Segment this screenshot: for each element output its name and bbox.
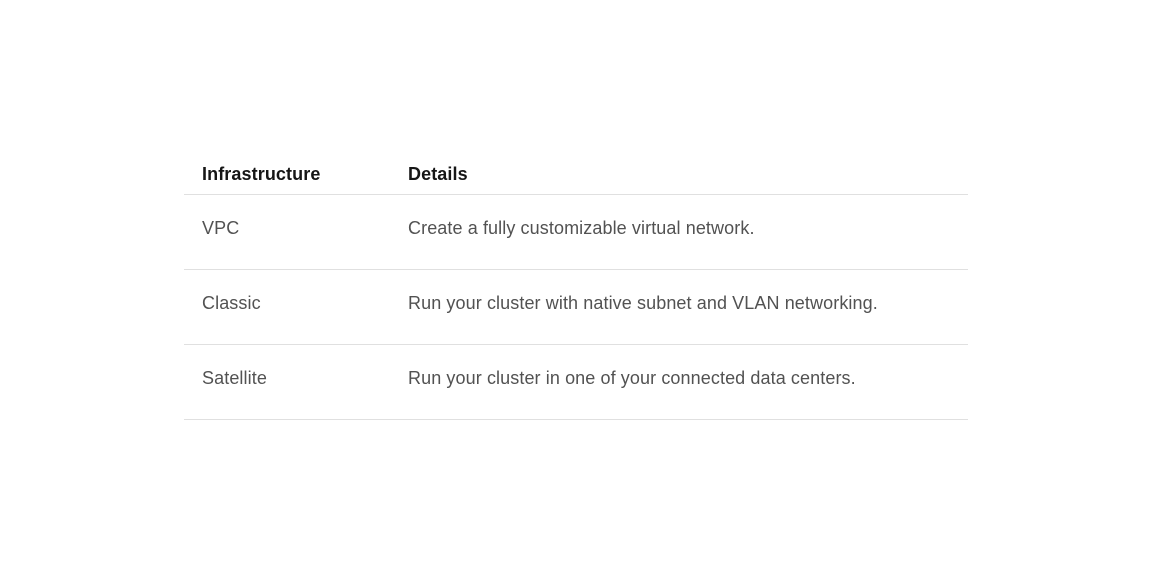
cell-details: Run your cluster in one of your connecte… [390, 344, 968, 420]
cell-infrastructure: VPC [184, 194, 390, 270]
column-header-infrastructure[interactable]: Infrastructure [184, 155, 390, 195]
cell-details: Run your cluster with native subnet and … [390, 269, 968, 345]
table-row[interactable]: Satellite Run your cluster in one of you… [184, 344, 968, 420]
cell-infrastructure: Classic [184, 269, 390, 345]
cell-infrastructure: Satellite [184, 344, 390, 420]
table-body: VPC Create a fully customizable virtual … [184, 194, 968, 420]
table-row[interactable]: Classic Run your cluster with native sub… [184, 269, 968, 345]
table-header: Infrastructure Details [184, 155, 968, 195]
column-header-details[interactable]: Details [390, 155, 968, 195]
table-row[interactable]: VPC Create a fully customizable virtual … [184, 194, 968, 270]
infrastructure-details-table: Infrastructure Details VPC Create a full… [184, 155, 968, 420]
infrastructure-table-container: Infrastructure Details VPC Create a full… [184, 155, 968, 420]
cell-details: Create a fully customizable virtual netw… [390, 194, 968, 270]
table-header-row: Infrastructure Details [184, 155, 968, 195]
